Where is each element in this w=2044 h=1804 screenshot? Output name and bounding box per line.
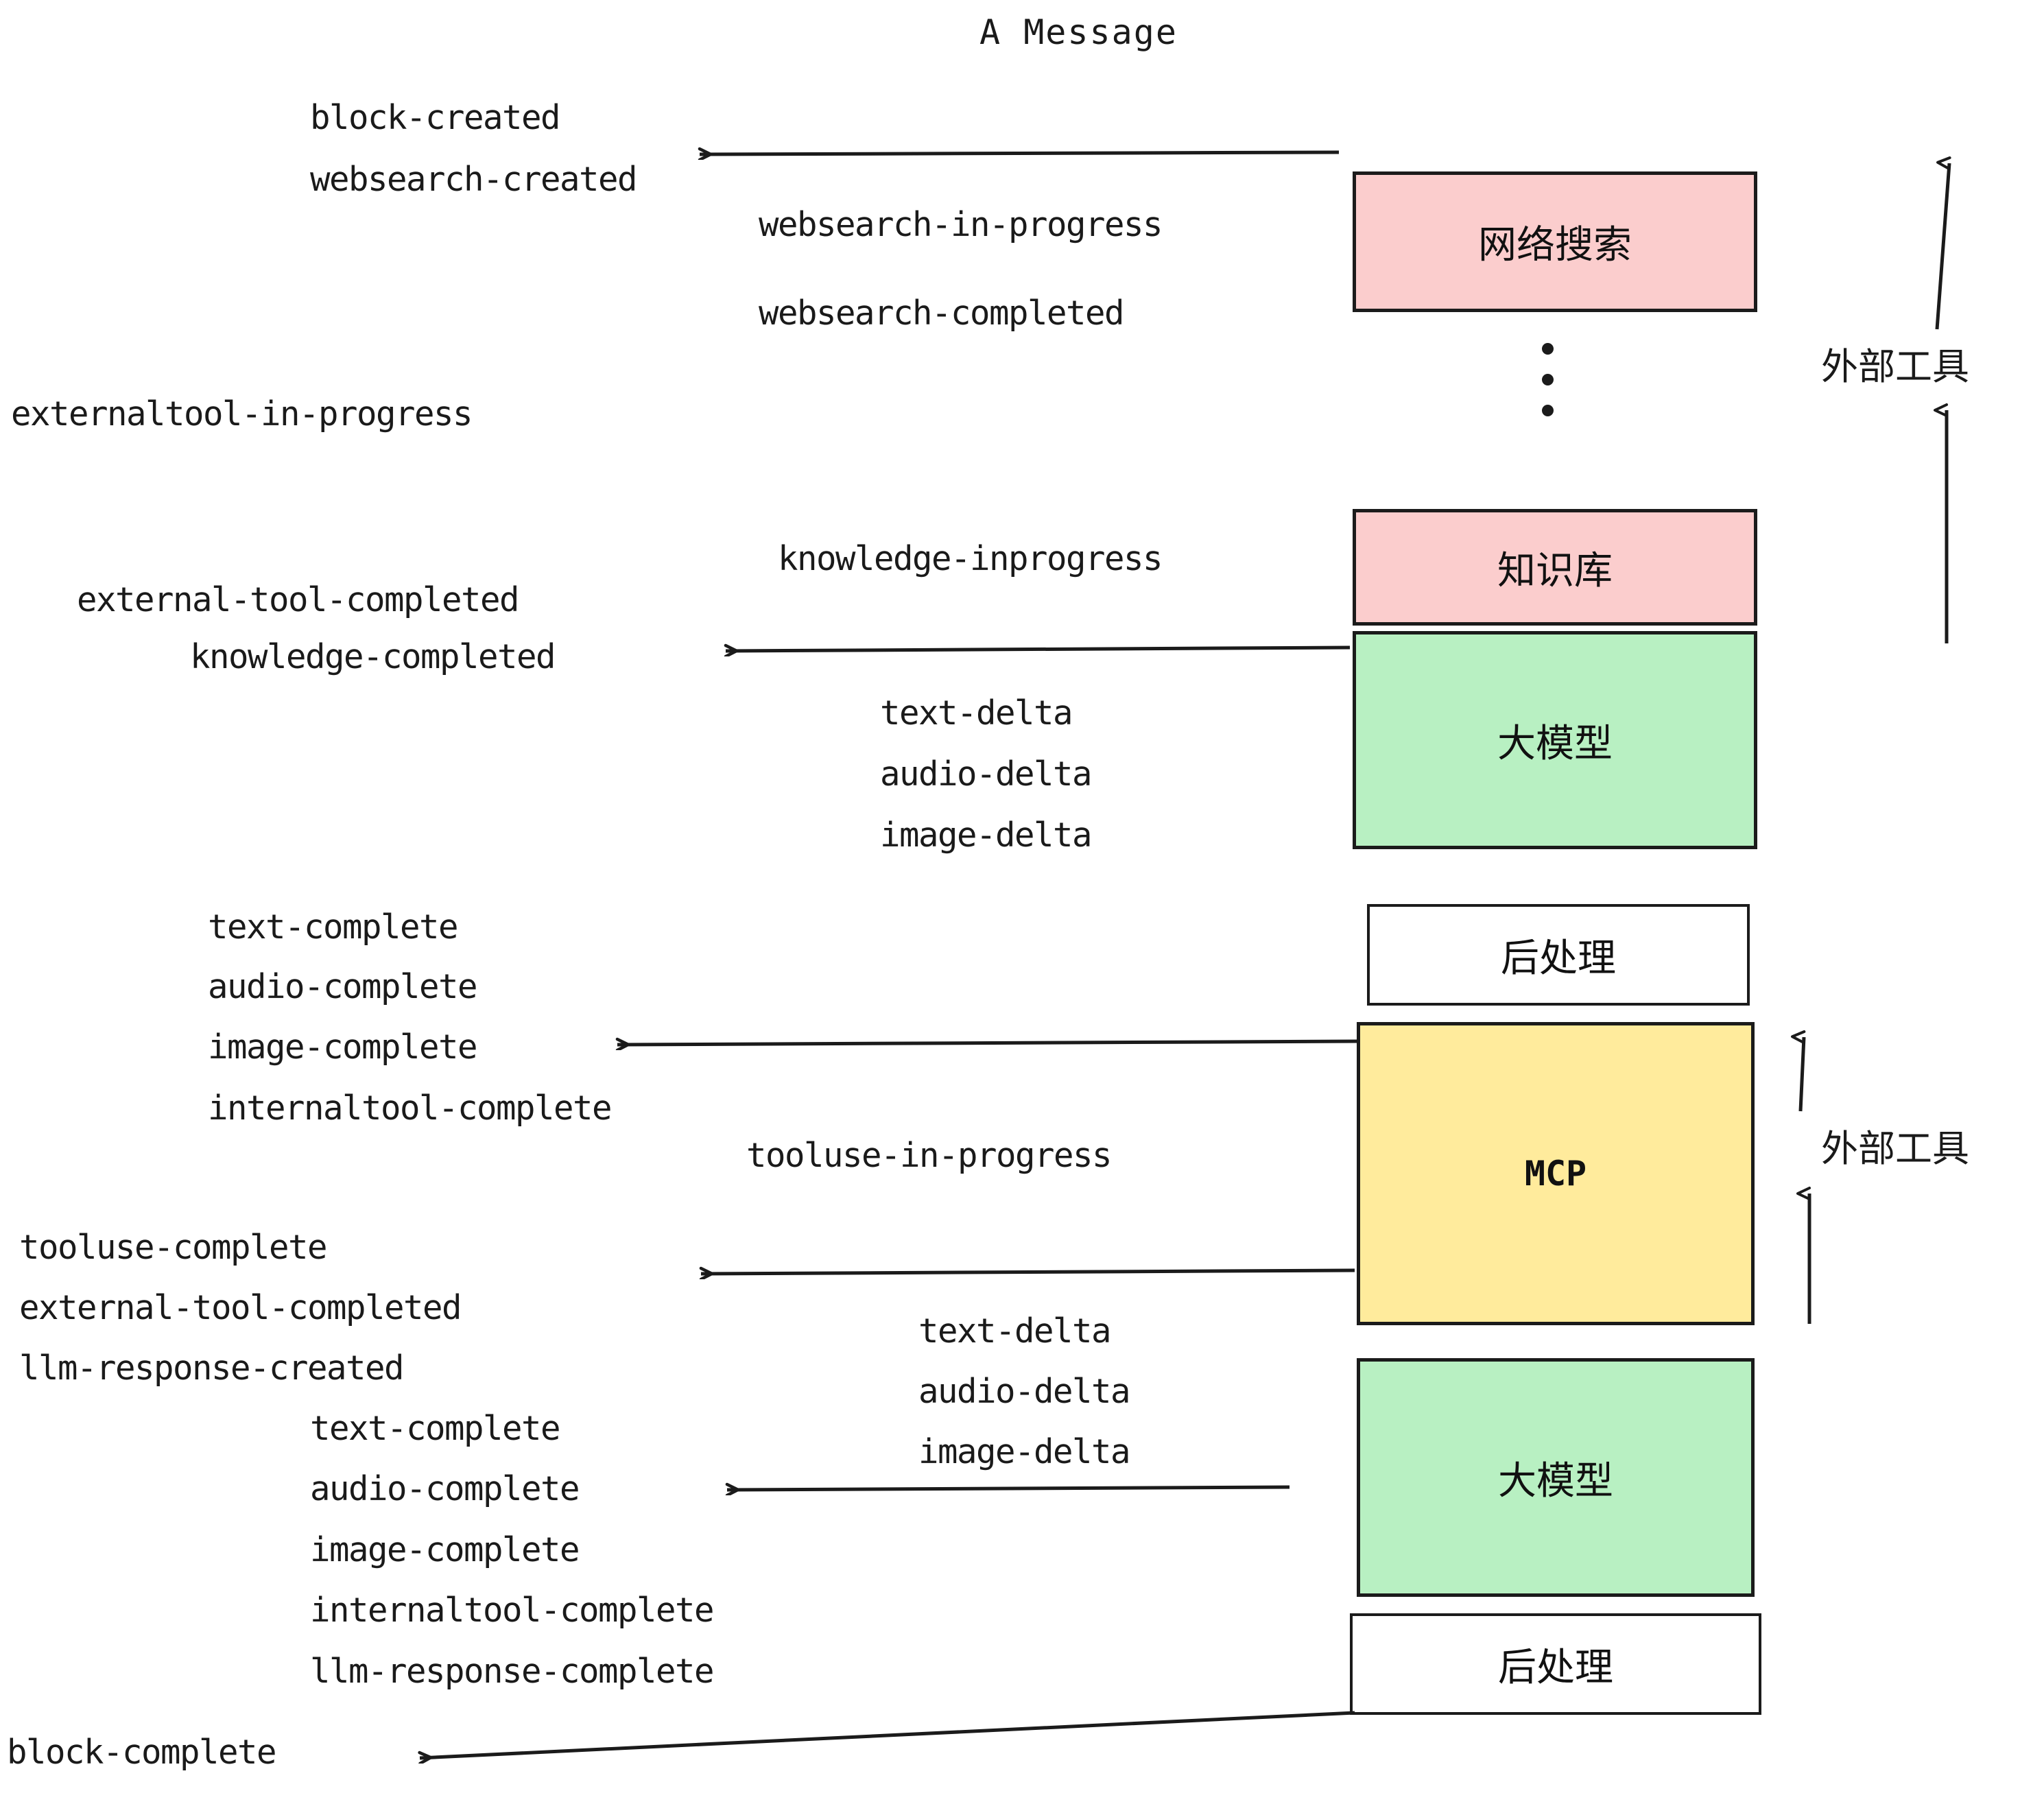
arrow-knowledge-completed	[726, 648, 1351, 651]
event-text-delta-1: text-delta	[880, 693, 1073, 733]
node-postprocess-2[interactable]: 后处理	[1350, 1613, 1761, 1715]
event-tooluse-complete: tooluse-complete	[19, 1228, 328, 1267]
node-label: 后处理	[1501, 936, 1616, 981]
event-llm-response-complete: llm-response-complete	[310, 1652, 715, 1691]
event-image-complete-2: image-complete	[310, 1530, 580, 1569]
arrow-block-created	[700, 152, 1340, 154]
side-label-external-tools-top: 外部工具	[1821, 345, 1969, 388]
event-externaltool-in-progress: externaltool-in-progress	[11, 394, 473, 434]
arrow-external-tools-up-bottom	[1801, 1037, 1806, 1112]
event-text-complete-1: text-complete	[208, 907, 459, 947]
node-mcp[interactable]: MCP	[1357, 1022, 1755, 1325]
event-internaltool-complete-1: internaltool-complete	[208, 1089, 613, 1128]
event-websearch-completed: websearch-completed	[759, 294, 1125, 333]
event-block-complete: block-complete	[7, 1733, 277, 1772]
event-text-complete-2: text-complete	[310, 1409, 561, 1448]
node-label: 网络搜索	[1478, 223, 1632, 268]
event-knowledge-completed: knowledge-completed	[190, 637, 556, 676]
node-label: MCP	[1524, 1154, 1587, 1194]
event-image-delta-2: image-delta	[918, 1432, 1131, 1471]
arrow-audio-complete	[727, 1487, 1290, 1490]
node-label: 大模型	[1498, 1458, 1613, 1504]
node-websearch[interactable]: 网络搜索	[1353, 171, 1757, 312]
node-label: 大模型	[1497, 721, 1613, 766]
event-websearch-created: websearch-created	[310, 160, 638, 199]
node-postprocess-1[interactable]: 后处理	[1367, 904, 1750, 1006]
ellipsis-dots	[1542, 343, 1554, 416]
node-label: 后处理	[1498, 1645, 1613, 1690]
event-image-delta-1: image-delta	[880, 816, 1093, 855]
event-websearch-in-progress: websearch-in-progress	[759, 205, 1163, 244]
event-audio-delta-2: audio-delta	[918, 1372, 1131, 1411]
event-knowledge-inprogress: knowledge-inprogress	[778, 539, 1163, 578]
arrow-external-tools-up-top	[1935, 163, 1949, 330]
side-label-external-tools-bottom: 外部工具	[1821, 1127, 1969, 1170]
event-tooluse-in-progress: tooluse-in-progress	[746, 1136, 1113, 1175]
event-audio-delta-1: audio-delta	[880, 755, 1093, 794]
node-llm-1[interactable]: 大模型	[1353, 631, 1757, 849]
node-knowledge[interactable]: 知识库	[1353, 509, 1757, 626]
event-external-tool-completed-2: external-tool-completed	[19, 1288, 462, 1327]
page-title: A Message	[979, 12, 1178, 52]
node-label: 知识库	[1497, 548, 1613, 593]
event-audio-complete-2: audio-complete	[310, 1469, 580, 1508]
node-llm-2[interactable]: 大模型	[1357, 1358, 1755, 1597]
event-llm-response-created: llm-response-created	[19, 1349, 405, 1388]
event-text-delta-2: text-delta	[918, 1312, 1112, 1351]
arrow-tooluse-complete	[701, 1270, 1355, 1274]
event-image-complete-1: image-complete	[208, 1028, 478, 1067]
arrow-image-complete	[617, 1041, 1360, 1045]
event-internaltool-complete-2: internaltool-complete	[310, 1591, 715, 1630]
arrow-block-complete	[420, 1711, 1355, 1758]
event-audio-complete-1: audio-complete	[208, 967, 478, 1006]
event-external-tool-completed-1: external-tool-completed	[77, 580, 520, 619]
event-block-created: block-created	[310, 98, 561, 137]
